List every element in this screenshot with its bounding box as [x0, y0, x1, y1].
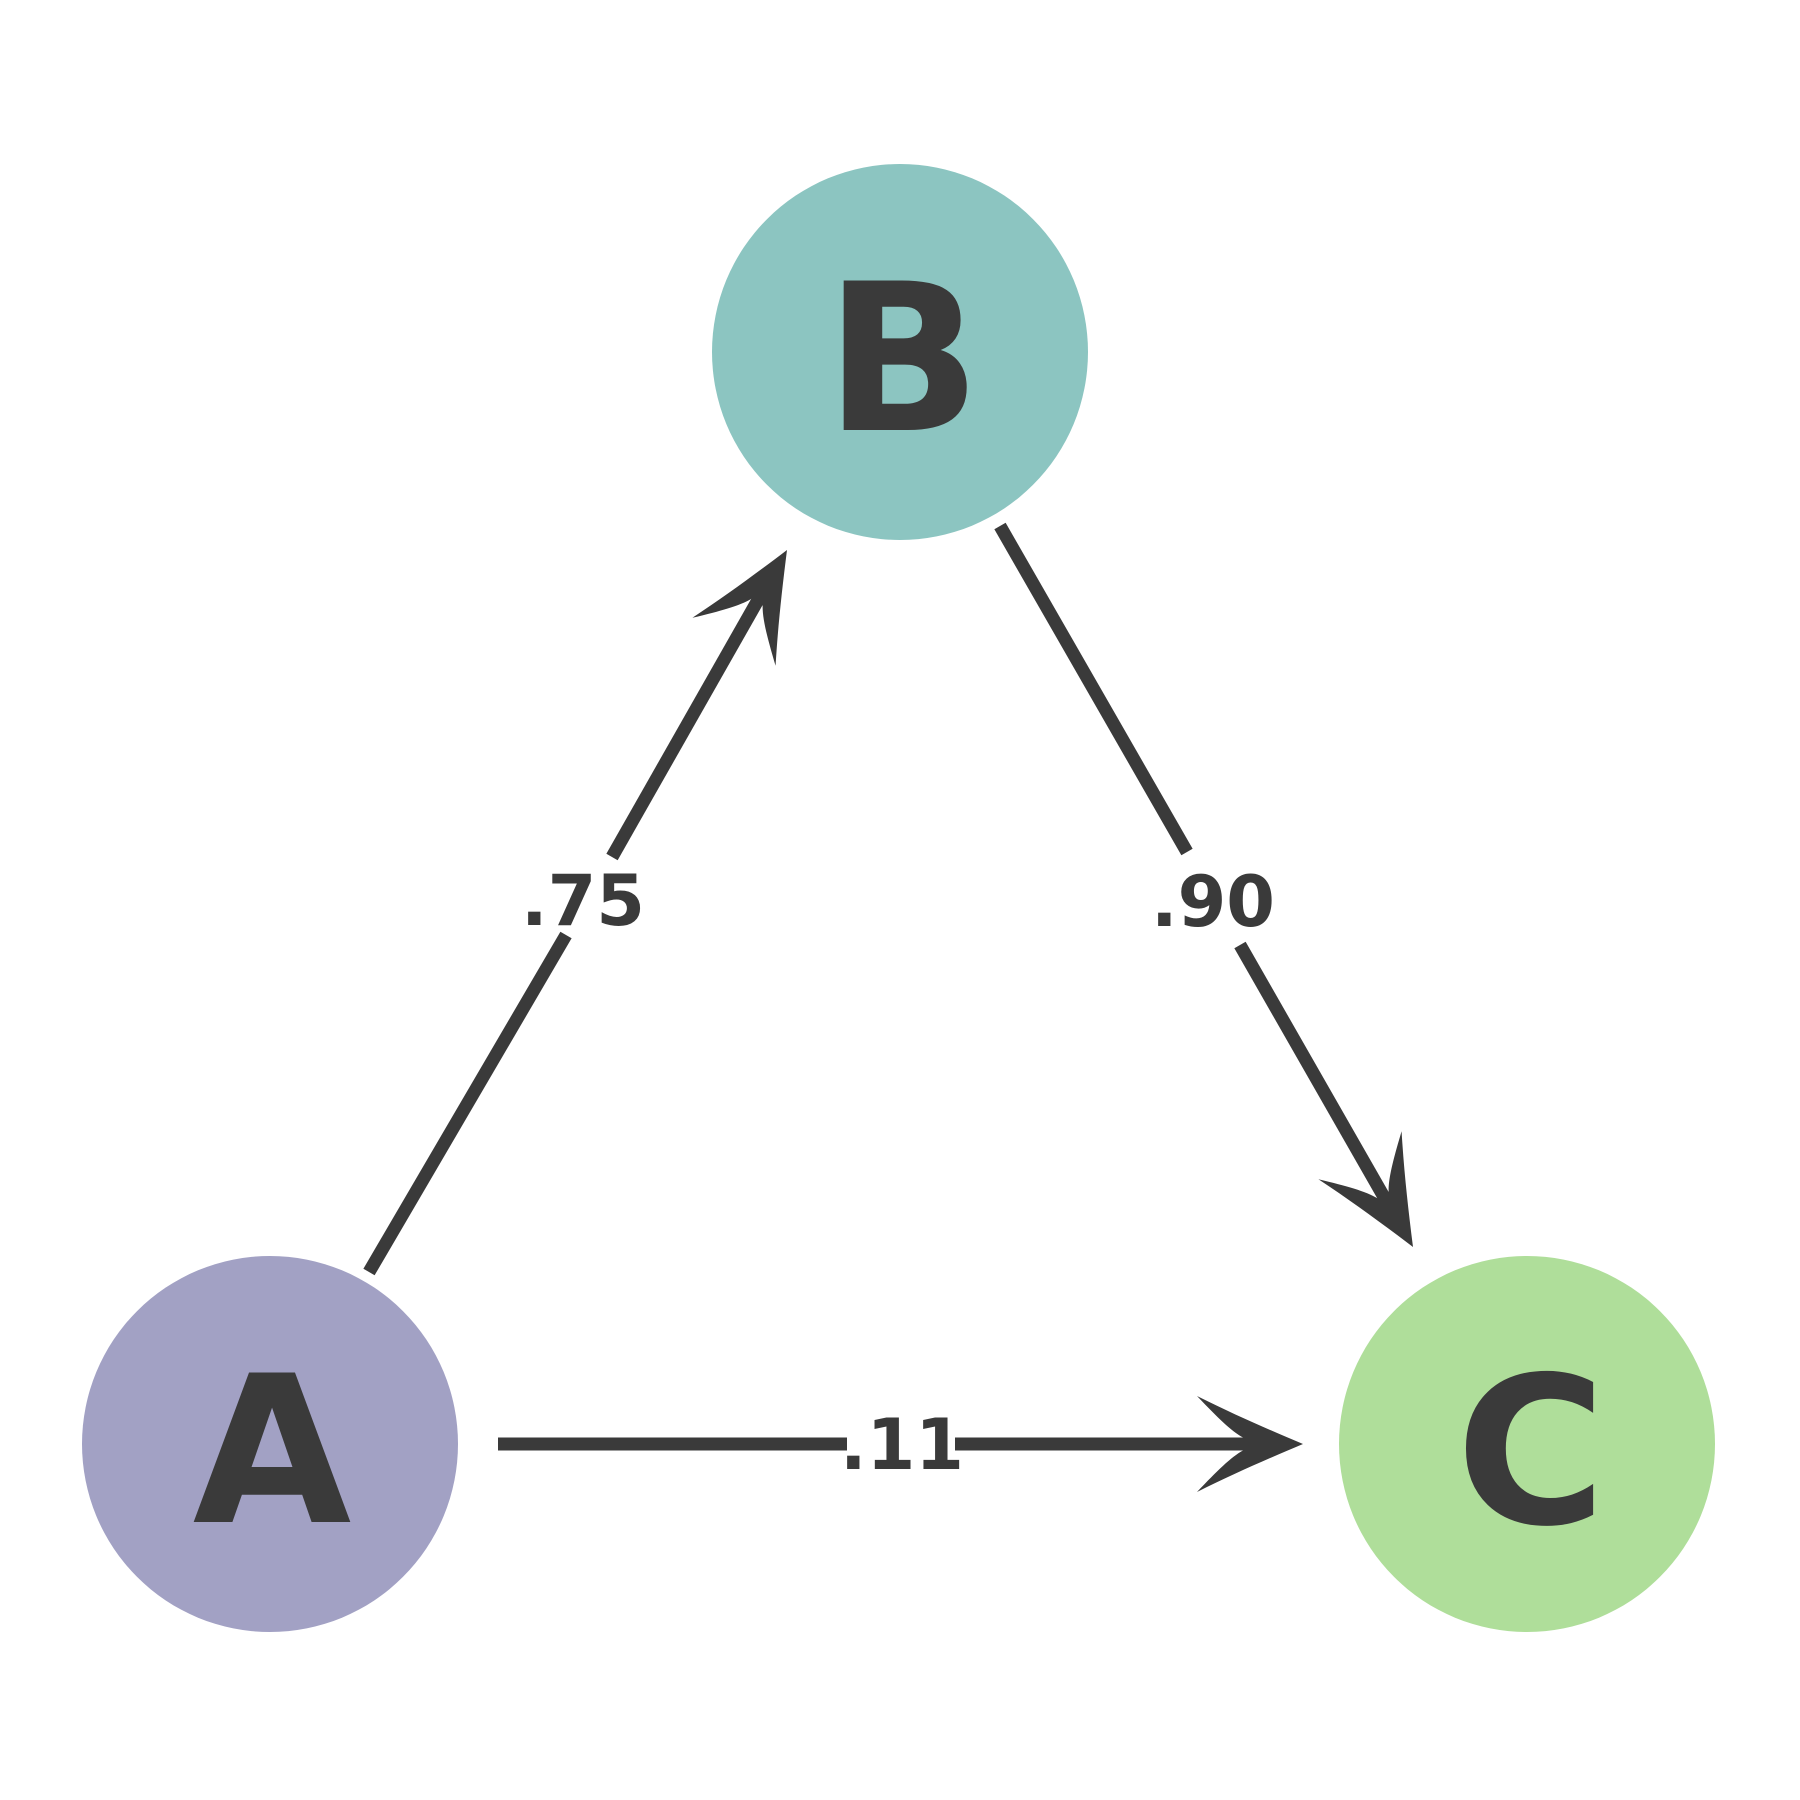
- edge-a-b-arrowhead: [692, 550, 787, 666]
- edge-a-c-arrowhead: [1197, 1396, 1303, 1492]
- edge-b-c-weight-label: .90: [1151, 861, 1275, 943]
- node-a-circle: [82, 1256, 458, 1632]
- node-c-label: C: [1456, 1334, 1606, 1572]
- node-c-circle: [1339, 1256, 1715, 1632]
- node-a: A: [82, 1256, 458, 1632]
- edge-a-b-weight-label: .75: [521, 860, 645, 942]
- node-b: B: [712, 164, 1088, 540]
- node-b-circle: [712, 164, 1088, 540]
- node-c: C: [1339, 1256, 1715, 1632]
- edge-a-c-weight-label: .11: [840, 1404, 964, 1486]
- edge-a-b-line: [363, 931, 572, 1276]
- edge-b-c-arrowhead: [1318, 1131, 1413, 1247]
- edge-a-b: .75: [363, 550, 787, 1276]
- node-a-label: A: [193, 1333, 352, 1571]
- node-b-label: B: [825, 241, 981, 479]
- edge-b-c-line: [1234, 941, 1390, 1201]
- edge-b-c-line: [994, 522, 1193, 856]
- edge-b-c: .90: [994, 522, 1413, 1247]
- edge-a-b-line: [606, 596, 764, 861]
- edge-a-c: .11: [498, 1396, 1303, 1492]
